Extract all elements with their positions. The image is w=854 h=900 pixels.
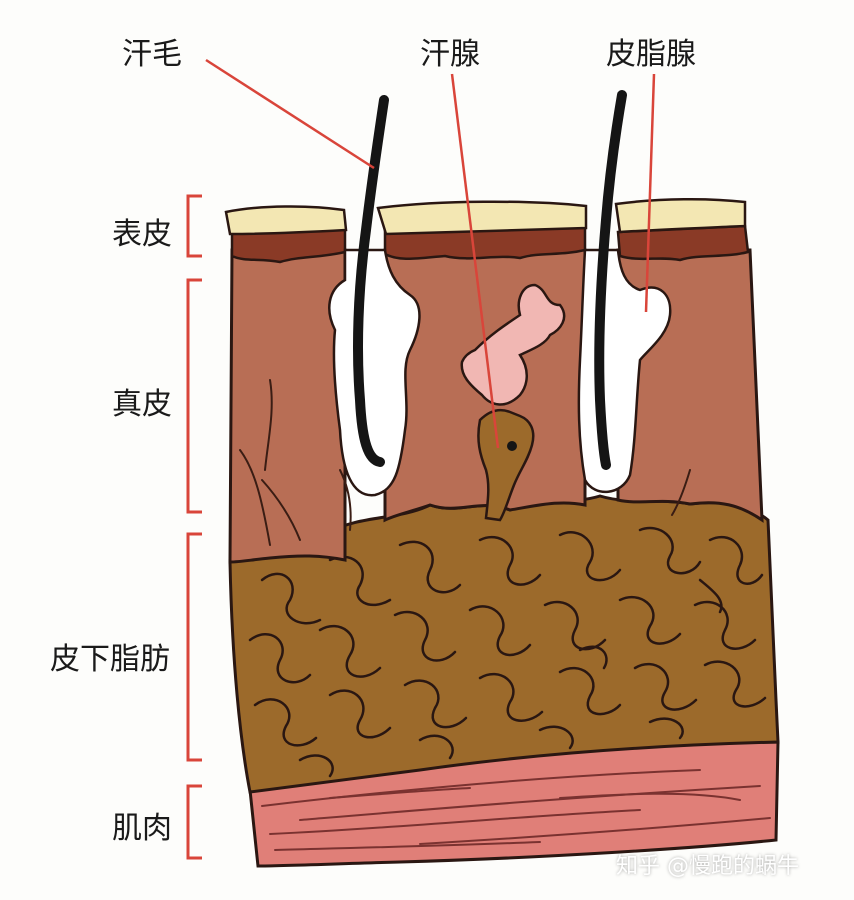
label-dermis: 真皮 [112, 387, 172, 422]
label-epidermis: 表皮 [112, 217, 172, 252]
label-subcutaneous-fat: 皮下脂肪 [50, 642, 170, 677]
leader-line-sweat-hair [205, 58, 375, 170]
bracket-muscle [186, 784, 202, 860]
bracket-dermis [186, 278, 202, 514]
leader-line-sweat-gland [450, 73, 500, 449]
label-muscle: 肌肉 [112, 811, 172, 846]
watermark: 知乎 @慢跑的蜗牛 [616, 854, 799, 879]
leader-line-sebaceous-gland [644, 73, 656, 313]
label-sweat-hair: 汗毛 [122, 37, 182, 72]
epidermis-layer [224, 197, 750, 264]
leader-lines [205, 58, 656, 449]
bracket-subcutaneous-fat [186, 532, 202, 762]
layer-brackets [186, 194, 202, 860]
bracket-epidermis [186, 194, 202, 258]
label-sweat-gland: 汗腺 [420, 37, 480, 72]
sweat-gland [460, 283, 566, 522]
subcutaneous-fat-layer [228, 494, 780, 794]
label-sebaceous-gland: 皮脂腺 [606, 37, 696, 72]
hairs [353, 90, 627, 470]
